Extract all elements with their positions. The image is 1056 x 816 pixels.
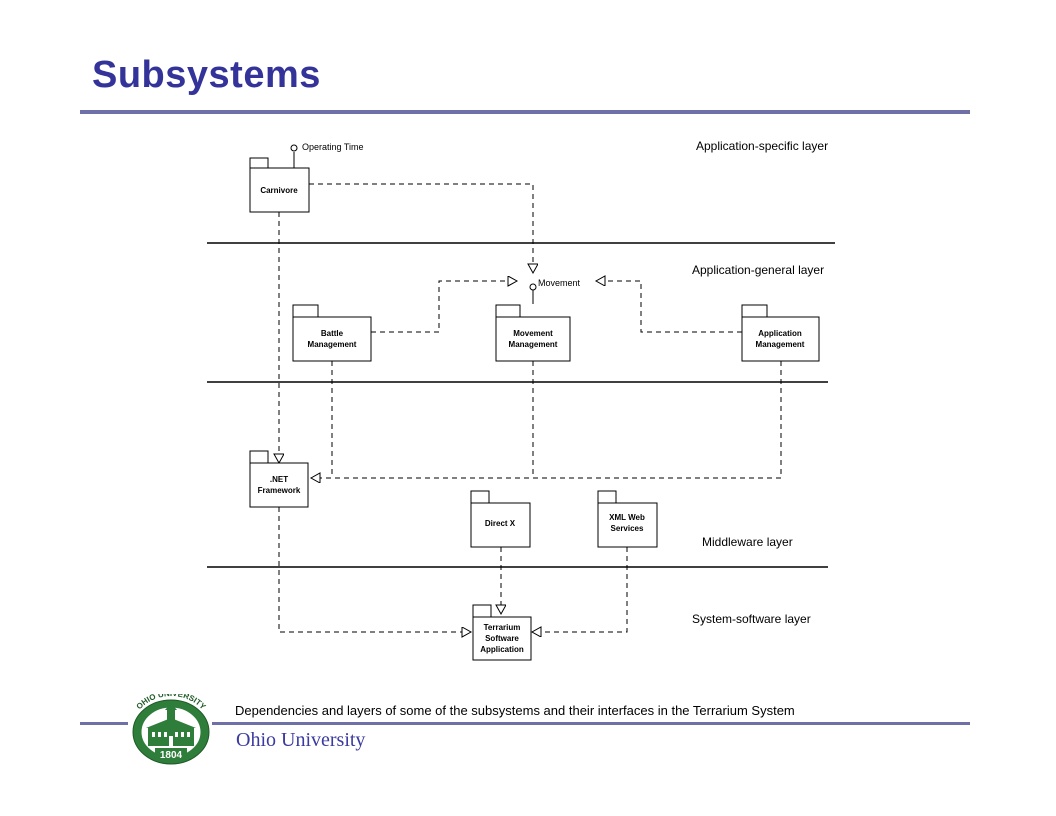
- package-application-management: Application Management: [741, 304, 820, 362]
- package-label-line: Application: [480, 645, 524, 654]
- package-label-line: Movement: [513, 329, 553, 338]
- dependency-battle-movement: [371, 281, 517, 333]
- dependency-dotnet-terrarium: [278, 507, 471, 632]
- package-label-line: Management: [756, 340, 805, 349]
- seal-year: 1804: [160, 750, 183, 761]
- ohio-university-seal: 1804 OHIO UNIVERSITY: [132, 694, 210, 765]
- subsystem-diagram: Application-specific layer Application-g…: [207, 139, 835, 661]
- interface-movement: Movement: [529, 278, 581, 304]
- package-label-line: Management: [308, 340, 357, 349]
- package-xml-web-services: XML Web Services: [597, 490, 658, 548]
- layer-label-application-general: Application-general layer: [692, 263, 824, 277]
- dependency-xml-terrarium: [532, 547, 628, 632]
- package-label-line: Terrarium: [484, 623, 521, 632]
- package-battle-management: Battle Management: [292, 304, 372, 362]
- dependency-application-movement: [596, 281, 742, 333]
- slide-title: Subsystems: [92, 54, 321, 96]
- package-label-line: Services: [611, 524, 644, 533]
- package-label-line: XML Web: [609, 513, 645, 522]
- layer-label-middleware: Middleware layer: [702, 535, 793, 549]
- dependency-application-dotnet: [311, 361, 782, 478]
- package-label-line: .NET: [270, 475, 288, 484]
- interface-operating-time: Operating Time: [290, 142, 364, 168]
- package-label-line: Software: [485, 634, 519, 643]
- organization-name: Ohio University: [236, 729, 366, 751]
- footer-rule: [212, 722, 970, 725]
- interface-label-operating-time: Operating Time: [302, 142, 364, 152]
- package-label-line: Direct X: [485, 519, 516, 528]
- package-label-line: Carnivore: [260, 186, 298, 195]
- footer-rule: [80, 722, 128, 725]
- dependency-carnivore-movement: [309, 183, 533, 273]
- package-label-line: Framework: [258, 486, 301, 495]
- package-terrarium-software-application: Terrarium Software Application: [472, 604, 532, 661]
- package-carnivore: Carnivore: [249, 157, 310, 213]
- package-direct-x: Direct X: [470, 490, 531, 548]
- title-underline: [80, 110, 970, 114]
- layer-label-system-software: System-software layer: [692, 612, 811, 626]
- layer-label-application-specific: Application-specific layer: [696, 139, 828, 153]
- package-movement-management: Movement Management: [495, 304, 571, 362]
- package-dotnet-framework: .NET Framework: [249, 450, 309, 508]
- interface-label-movement: Movement: [538, 278, 581, 288]
- package-label-line: Battle: [321, 329, 344, 338]
- package-label-line: Application: [758, 329, 802, 338]
- package-label-line: Management: [509, 340, 558, 349]
- diagram-caption: Dependencies and layers of some of the s…: [235, 703, 795, 718]
